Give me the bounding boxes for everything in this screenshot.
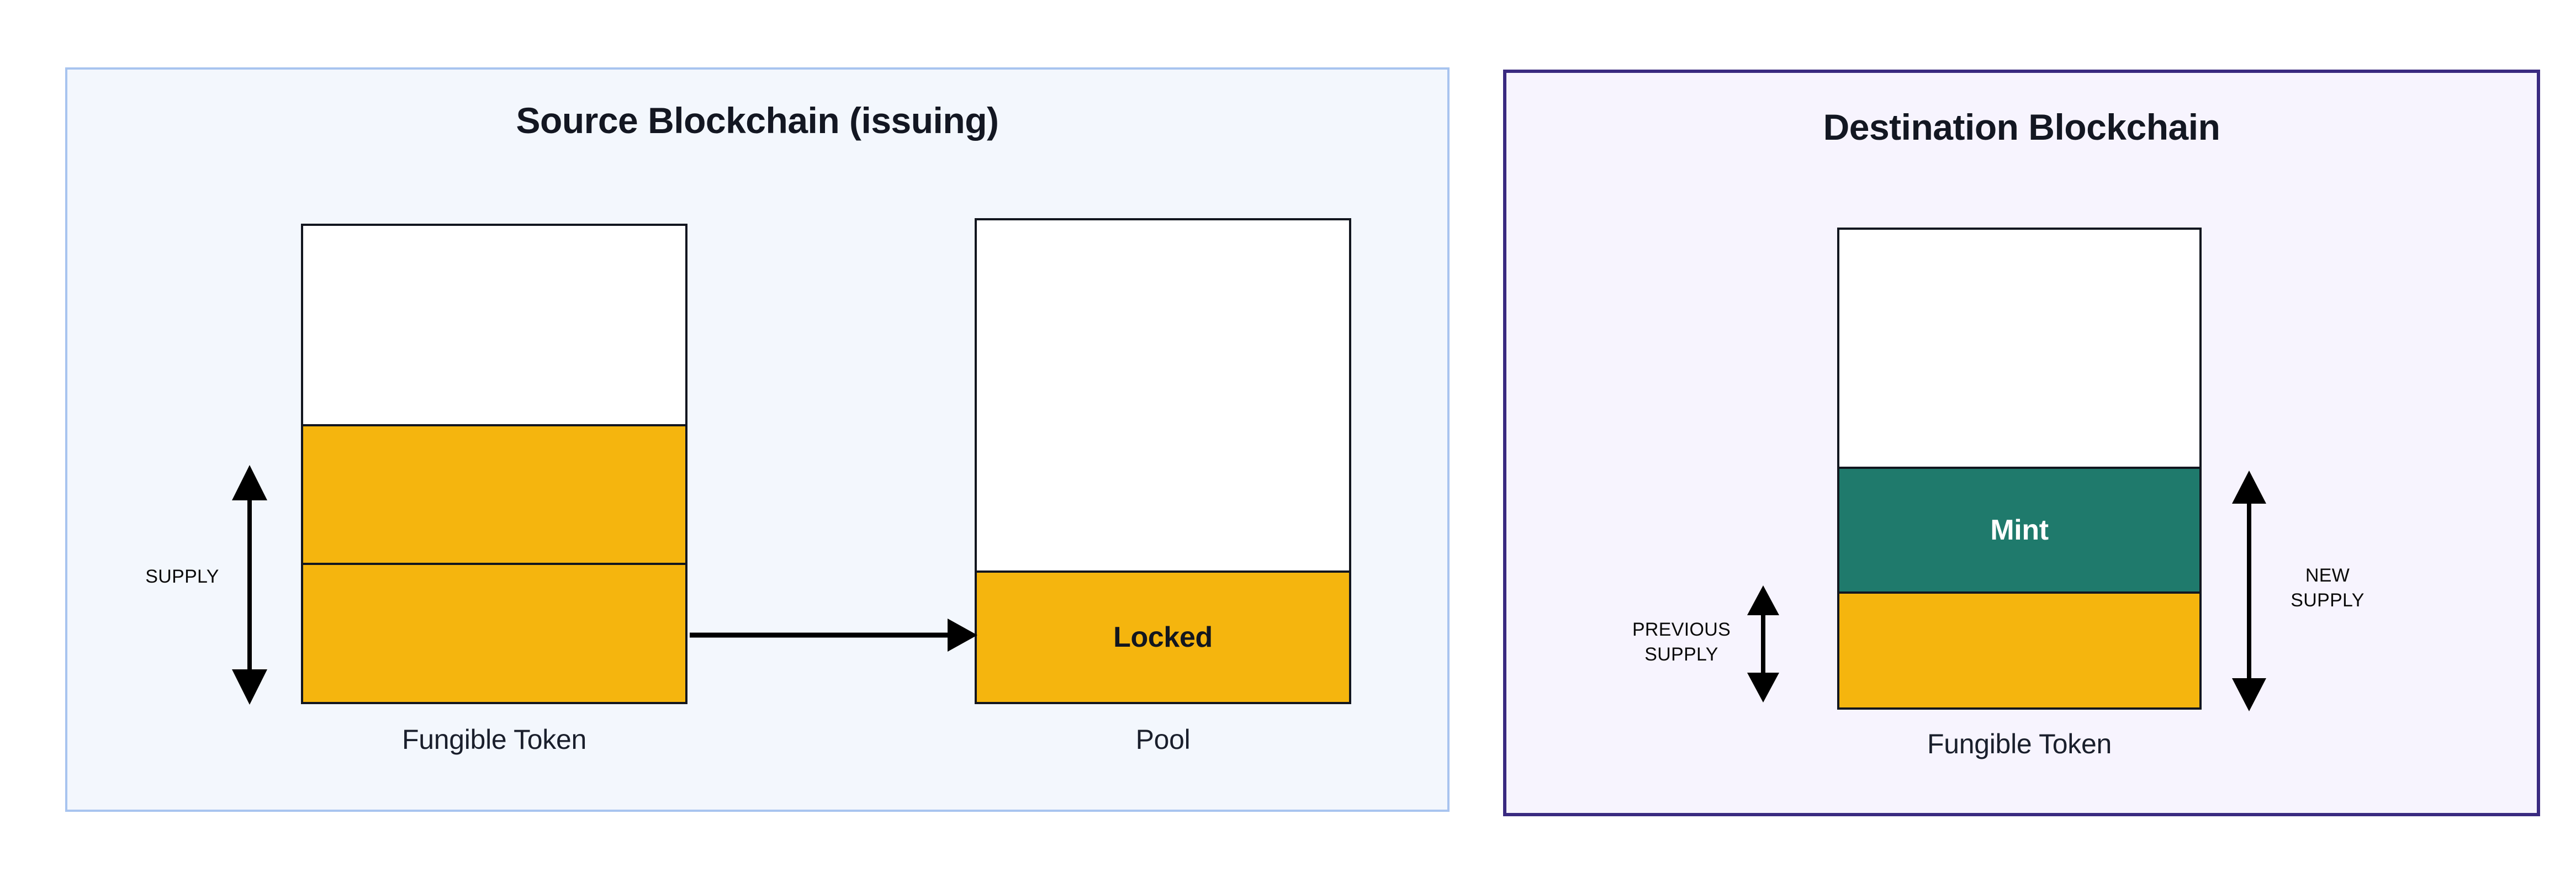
destination-fungible-token-caption: Fungible Token xyxy=(1927,728,2112,759)
destination-token-headroom-segment xyxy=(1839,230,2199,467)
pool-headroom-segment xyxy=(977,220,1349,570)
new-supply-label-line2: SUPPLY xyxy=(2291,589,2365,611)
destination-token-previous-supply-segment xyxy=(1839,591,2199,707)
source-token-supply-lower-segment xyxy=(303,563,685,702)
source-fungible-token-caption: Fungible Token xyxy=(401,724,586,755)
source-pool-box: Locked xyxy=(975,218,1351,704)
source-token-headroom-segment xyxy=(303,226,685,424)
supply-measure-label: SUPPLY xyxy=(145,566,219,587)
source-token-supply-upper-segment xyxy=(303,424,685,563)
destination-token-mint-segment: Mint xyxy=(1839,466,2199,592)
previous-supply-measure-label: PREVIOUS SUPPLY xyxy=(1590,617,1773,667)
destination-panel-title: Destination Blockchain xyxy=(1823,107,2220,147)
previous-supply-label-line2: SUPPLY xyxy=(1644,643,1718,665)
new-supply-measure-label: NEW SUPPLY xyxy=(2253,563,2402,613)
source-panel-title: Source Blockchain (issuing) xyxy=(516,100,999,141)
previous-supply-label-line1: PREVIOUS xyxy=(1632,619,1731,640)
pool-locked-segment: Locked xyxy=(977,570,1349,702)
source-fungible-token-box xyxy=(301,224,687,704)
new-supply-label-line1: NEW xyxy=(2305,565,2350,586)
pool-caption: Pool xyxy=(1135,724,1191,755)
destination-fungible-token-box: Mint xyxy=(1837,228,2202,710)
